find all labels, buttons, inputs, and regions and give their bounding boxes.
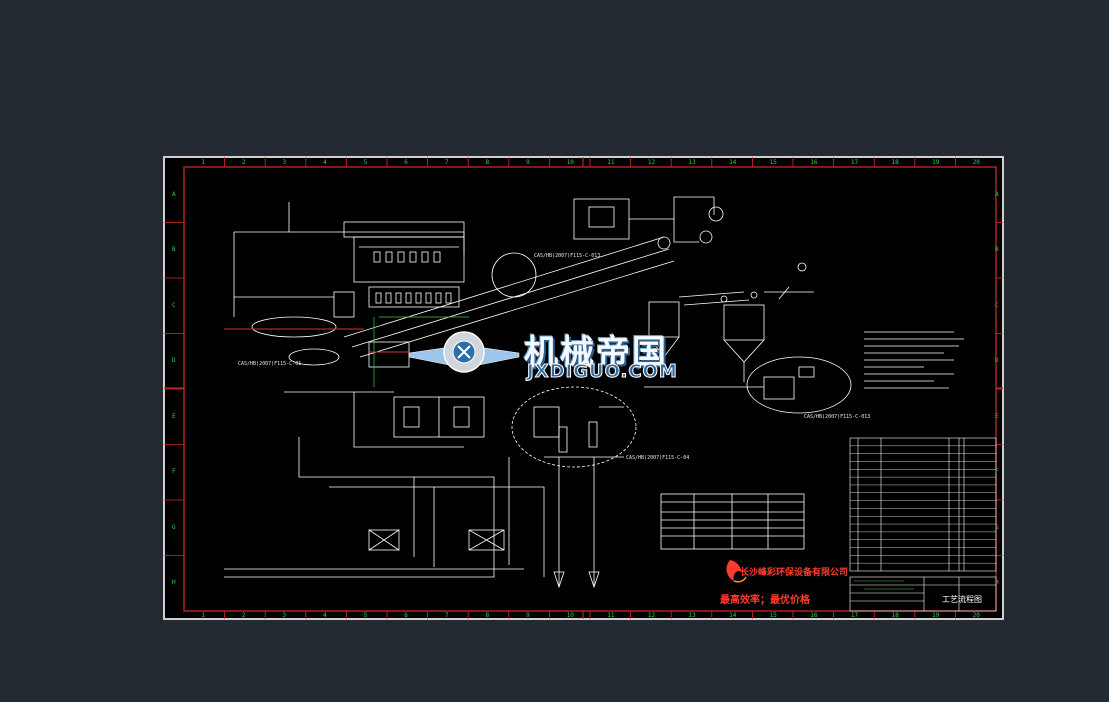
- zone-column-label: 6: [404, 612, 408, 619]
- zone-column-label: 7: [444, 159, 449, 166]
- parts-list-table: [849, 437, 997, 572]
- zone-column-label: 9: [526, 159, 530, 166]
- zone-row-label: F: [995, 468, 999, 476]
- zone-column-label: 5: [363, 159, 368, 166]
- phoenix-logo-icon: [726, 560, 747, 583]
- zone-column-label: 7: [444, 612, 449, 619]
- zone-column-label: 1: [201, 612, 205, 619]
- zone-row-label: C: [172, 301, 176, 309]
- zone-row-label: B: [172, 246, 176, 254]
- zone-column-label: 19: [932, 612, 940, 619]
- zone-column-label: 18: [891, 612, 899, 619]
- zone-column-label: 3: [282, 612, 287, 619]
- zone-column-label: 4: [323, 159, 327, 166]
- zone-column-label: 15: [769, 159, 777, 166]
- zone-row-label: H: [172, 579, 176, 587]
- zone-row-label: D: [995, 357, 999, 365]
- zone-column-label: 4: [323, 612, 327, 619]
- drawing-title: 工艺流程图: [942, 595, 982, 604]
- zone-column-label: 17: [850, 159, 859, 166]
- company-name: 长沙峰彩环保设备有限公司: [740, 568, 849, 578]
- zone-row-label: A: [995, 190, 999, 198]
- zone-column-label: 20: [972, 612, 980, 619]
- zone-column-label: 11: [607, 159, 615, 166]
- drawing-canvas: [164, 157, 1003, 619]
- watermark-domain: JXDIGUO.COM: [527, 361, 678, 383]
- title-block: [849, 576, 997, 612]
- zone-column-label: 15: [769, 612, 777, 619]
- watermark: 机械帝国 JXDIGUO.COM: [409, 317, 709, 387]
- zone-column-label: 18: [891, 159, 899, 166]
- zone-row-label: A: [172, 190, 176, 198]
- drawing-frame: [183, 166, 997, 612]
- zone-column-label: 14: [729, 159, 737, 166]
- watermark-title: 机械帝国: [524, 333, 668, 373]
- zone-column-label: 12: [647, 159, 656, 166]
- red-lines: [224, 328, 409, 353]
- zone-row-label: G: [172, 523, 176, 531]
- zone-column-label: 16: [810, 159, 818, 166]
- zone-column-label: 9: [526, 612, 530, 619]
- zone-column-label: 19: [932, 159, 940, 166]
- zone-column-label: 1: [201, 159, 205, 166]
- callout-label: CAS/HB(2007)F115-C-013: [804, 414, 871, 420]
- zone-row-label: F: [172, 468, 176, 476]
- zone-column-label: 6: [404, 159, 408, 166]
- zone-column-label: 20: [972, 159, 980, 166]
- parts-list-rows: [850, 445, 996, 564]
- callout-label: CAS/HB(2007)F115-C-013: [534, 253, 601, 259]
- callout-label: CAS/HB(2007)F115-C-04: [626, 455, 690, 461]
- zone-column-label: 10: [566, 159, 574, 166]
- zone-column-label: 8: [485, 159, 490, 166]
- gear-wings-logo-icon: [408, 331, 520, 373]
- filter-cells: [373, 251, 441, 263]
- zone-column-label: 12: [647, 612, 656, 619]
- zone-column-label: 8: [485, 612, 490, 619]
- zone-column-label: 13: [688, 612, 696, 619]
- zone-column-label: 11: [607, 612, 615, 619]
- zone-row-label: H: [995, 579, 999, 587]
- zone-row-label: B: [995, 246, 999, 254]
- zone-column-label: 2: [241, 159, 246, 166]
- zone-column-label: 3: [282, 159, 287, 166]
- zone-column-label: 13: [688, 159, 696, 166]
- zone-row-label: G: [995, 523, 999, 531]
- zone-column-label: 17: [850, 612, 859, 619]
- zone-column-label: 5: [363, 612, 368, 619]
- zone-row-label: E: [995, 412, 999, 420]
- callout-label: CAS/HB(2007)F115-C-01: [238, 361, 302, 367]
- process-schematic: [224, 196, 964, 589]
- zone-row-label: E: [172, 412, 176, 420]
- zone-row-label: D: [172, 357, 176, 365]
- zone-column-label: 2: [241, 612, 246, 619]
- zone-column-label: 14: [729, 612, 737, 619]
- zone-column-label: 16: [810, 612, 818, 619]
- zone-ticks: [164, 157, 1003, 619]
- zone-column-label: 10: [566, 612, 574, 619]
- company-slogan: 最高效率；最优价格: [720, 595, 810, 606]
- zone-row-label: C: [995, 301, 999, 309]
